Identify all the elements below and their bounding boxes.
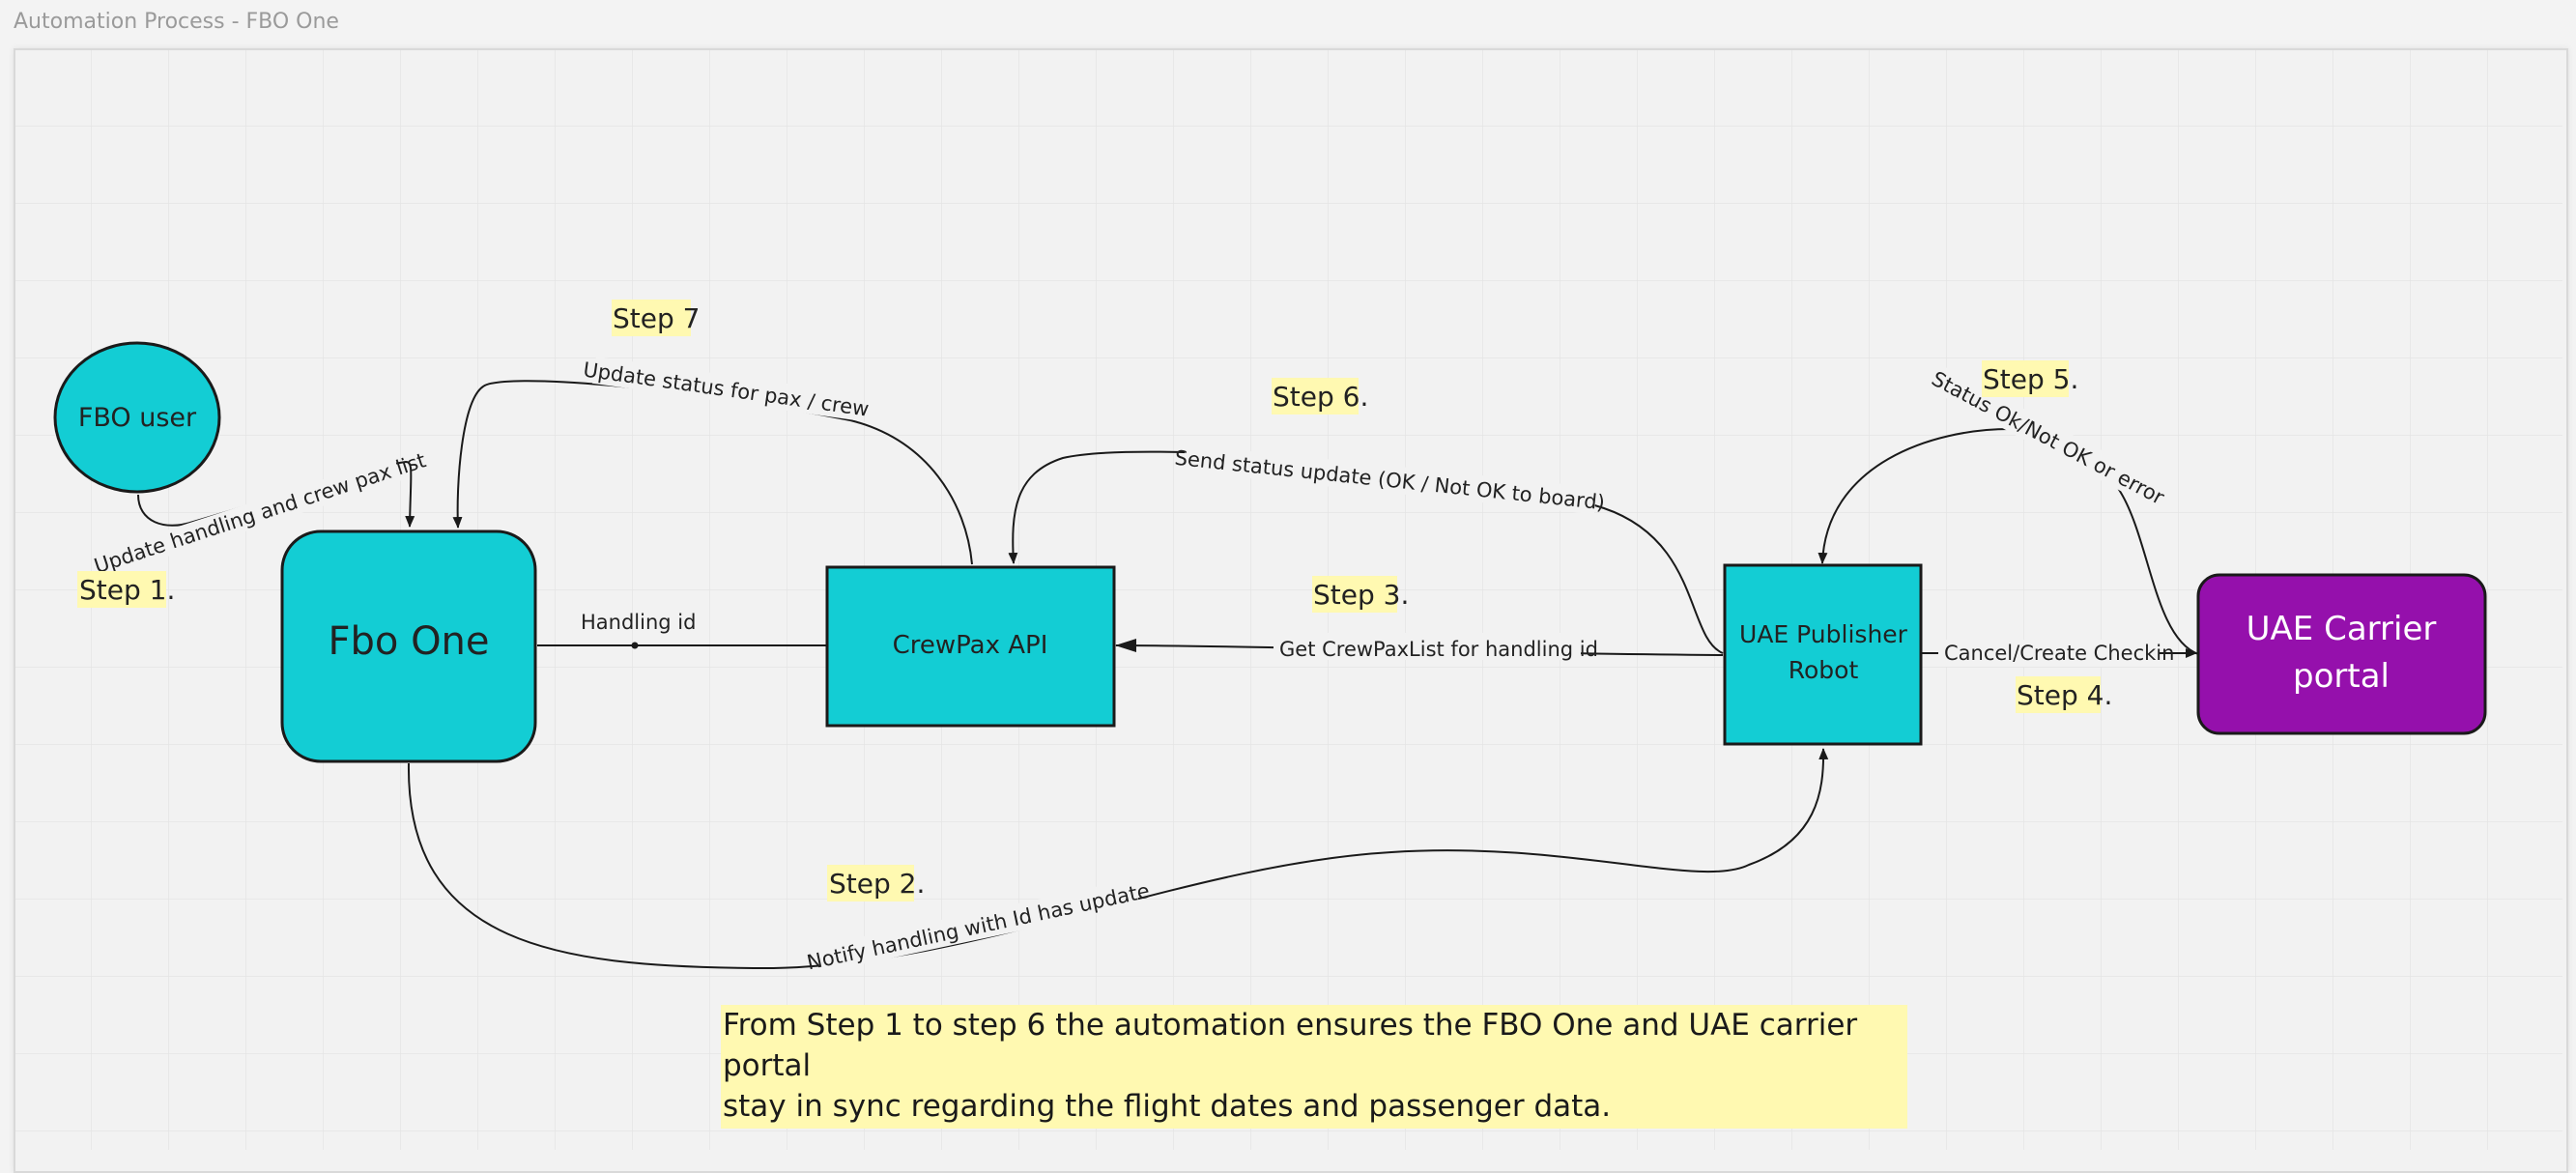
node-uae-carrier-portal[interactable]: UAE Carrier portal bbox=[2196, 573, 2487, 735]
node-fbo-one-label: Fbo One bbox=[328, 619, 489, 664]
edge-label-handling-id: Handling id bbox=[581, 611, 696, 634]
connector-dot bbox=[631, 642, 639, 649]
step-5-label: Step 5. bbox=[1983, 363, 2078, 395]
node-fbo-user[interactable]: FBO user bbox=[53, 341, 221, 494]
edge-notify[interactable] bbox=[407, 748, 1829, 970]
board-title: Automation Process - FBO One bbox=[14, 10, 339, 34]
step-4-label: Step 4. bbox=[2017, 679, 2112, 711]
node-fbo-one[interactable]: Fbo One bbox=[280, 529, 537, 763]
node-crewpax-api[interactable]: CrewPax API bbox=[825, 565, 1116, 728]
sticky-note-line-2: stay in sync regarding the flight dates … bbox=[723, 1089, 1612, 1124]
node-uae-portal-label-1: UAE Carrier bbox=[2247, 610, 2437, 648]
edge-label-get-crewpax: Get CrewPaxList for handling id bbox=[1279, 638, 1598, 661]
node-crewpax-api-label: CrewPax API bbox=[893, 631, 1048, 660]
sticky-note[interactable]: From Step 1 to step 6 the automation ens… bbox=[721, 1005, 1907, 1129]
node-uae-portal-label-2: portal bbox=[2293, 657, 2390, 696]
step-6-label: Step 6. bbox=[1273, 381, 1368, 413]
step-1-label: Step 1. bbox=[79, 574, 175, 606]
node-uae-robot-label-2: Robot bbox=[1789, 656, 1859, 684]
edge-label-cancel-create: Cancel/Create Checkin bbox=[1944, 642, 2174, 665]
sticky-note-line-1: From Step 1 to step 6 the automation ens… bbox=[723, 1008, 1858, 1083]
node-fbo-user-label: FBO user bbox=[78, 403, 197, 433]
node-uae-robot-label-1: UAE Publisher bbox=[1739, 620, 1908, 648]
step-3-label: Step 3. bbox=[1313, 579, 1409, 611]
step-7-label: Step 7 bbox=[613, 302, 700, 334]
node-uae-publisher-robot[interactable]: UAE Publisher Robot bbox=[1723, 563, 1923, 746]
step-2-label: Step 2. bbox=[829, 868, 925, 900]
